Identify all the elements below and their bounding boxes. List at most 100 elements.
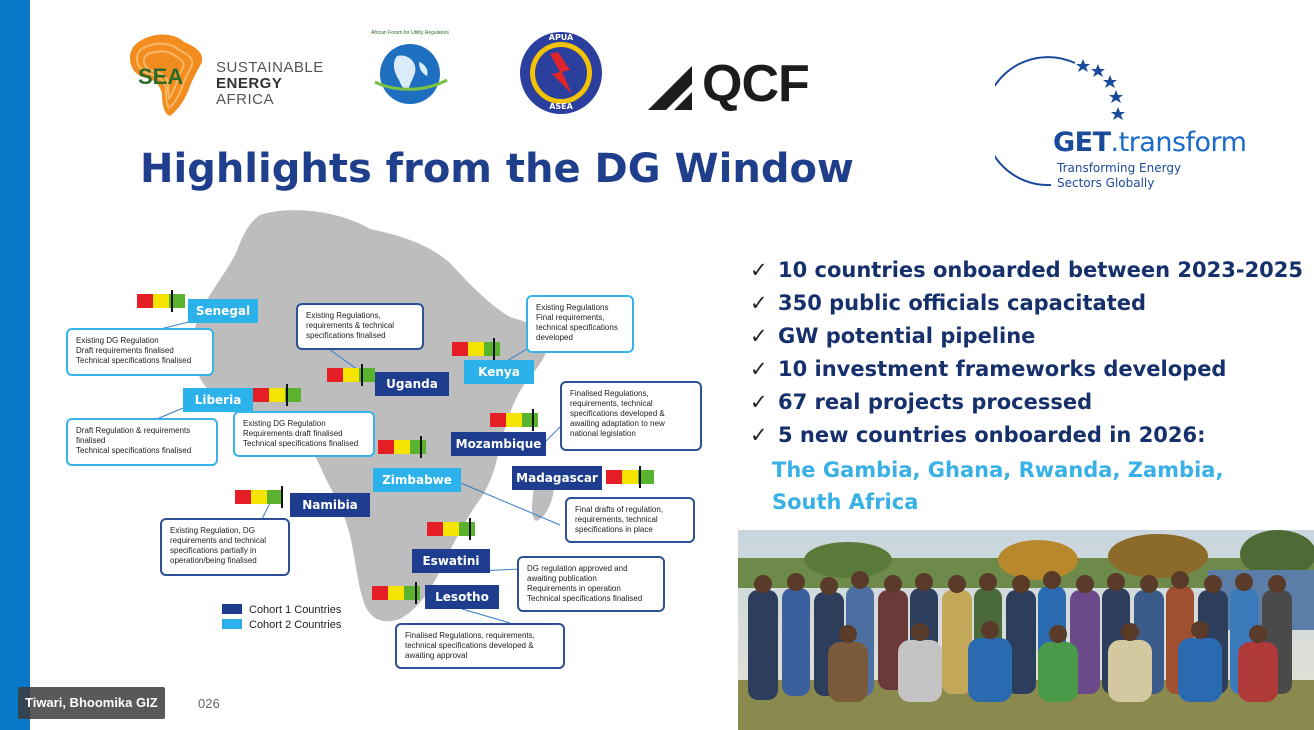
list-item: ✓ GW potential pipeline — [750, 322, 1310, 355]
globe-icon — [374, 44, 448, 104]
gauge-needle-kenya — [493, 338, 496, 360]
group-photo — [738, 530, 1314, 730]
sea-name-line-1: SUSTAINABLE — [216, 59, 324, 76]
new-countries-line-1: The Gambia, Ghana, Rwanda, Zambia, — [772, 458, 1224, 482]
callout-eswatini-line: awaiting publication — [527, 574, 597, 583]
participant-name-tag[interactable]: Tiwari, Bhoomika GIZ — [18, 687, 165, 719]
callout-mozambique-line: Finalised Regulations, — [570, 389, 649, 398]
gauge-liberia — [253, 384, 301, 406]
get-transform-wordmark: GET.transform — [1053, 127, 1247, 158]
legend-label-cohort1: Cohort 1 Countries — [249, 604, 342, 616]
list-item: ✓ 10 countries onboarded between 2023-202… — [750, 256, 1310, 289]
gauge-senegal — [137, 290, 185, 312]
callout-namibia-line: Existing Regulation, DG — [170, 526, 255, 535]
list-item: ✓ 5 new countries onboarded in 2026: — [750, 421, 1310, 454]
gauge-needle-uganda — [360, 364, 363, 386]
gauge-needle-liberia — [285, 384, 288, 406]
country-label-eswatini: Eswatini — [412, 549, 490, 573]
callout-namibia-line: operation/being finalised — [170, 556, 257, 565]
callout-namibia-line: requirements and technical — [170, 536, 267, 545]
list-item-text: 10 investment frameworks developed — [778, 357, 1227, 381]
country-label-kenya: Kenya — [464, 360, 534, 384]
checkmark-icon: ✓ — [750, 258, 768, 282]
sea-name-line-2: ENERGY — [216, 75, 283, 92]
legend-label-cohort2: Cohort 2 Countries — [249, 619, 342, 631]
apua-top-text: APUA — [548, 33, 574, 42]
country-label-lesotho: Lesotho — [425, 585, 499, 609]
checkmark-icon: ✓ — [750, 423, 768, 447]
gauge-needle-zimbabwe — [420, 436, 423, 458]
list-item-text: 67 real projects processed — [778, 390, 1093, 414]
africa-rings-icon — [130, 34, 203, 116]
gauge-uganda — [327, 364, 375, 386]
callout-eswatini-line: Technical specifications finalised — [527, 594, 643, 603]
gauge-namibia — [235, 486, 284, 508]
gauge-needle-madagascar — [638, 466, 641, 488]
list-item: ✓ 10 investment frameworks developed — [750, 355, 1310, 388]
checkmark-icon: ✓ — [750, 324, 768, 348]
country-label-senegal: Senegal — [188, 299, 258, 323]
qcf-triangle-icon — [648, 66, 692, 110]
country-label-uganda: Uganda — [375, 372, 449, 396]
apua-logo: APUA ASEA — [518, 30, 604, 116]
callout-kenya-line: developed — [536, 333, 573, 342]
gauge-zimbabwe — [378, 436, 426, 458]
apua-emblem-icon — [520, 32, 602, 114]
qcf-text: QCF — [702, 55, 810, 113]
get-transform-tagline: Transforming Energy Sectors Globally — [1057, 161, 1181, 191]
list-item-text: 10 countries onboarded between 2023-2025 — [778, 258, 1304, 282]
get-arc-stars-icon — [995, 56, 1125, 187]
legend-item-cohort1: Cohort 1 Countries — [222, 603, 341, 618]
highlights-list: ✓ 10 countries onboarded between 2023-202… — [750, 256, 1310, 518]
sea-name: SUSTAINABLE ENERGY AFRICA — [216, 60, 324, 108]
gauge-mozambique — [490, 409, 538, 431]
callout-mozambique-line: requirements, technical — [570, 399, 653, 408]
callout-senegal-line: Existing DG Regulation — [76, 336, 159, 345]
afur-logo: African Forum for Utility Regulators — [355, 30, 465, 110]
country-label-namibia: Namibia — [290, 493, 370, 517]
callout-zimbabwe-line: Requirements draft finalised — [243, 429, 343, 438]
country-label-madagascar: Madagascar — [512, 466, 602, 490]
callout-uganda-line: requirements & technical — [306, 321, 395, 330]
slide-title: Highlights from the DG Window — [140, 146, 854, 192]
gauge-needle-senegal — [170, 290, 173, 312]
list-item-text: GW potential pipeline — [778, 324, 1036, 348]
new-countries-line-2: South Africa — [772, 490, 919, 514]
checkmark-icon: ✓ — [750, 291, 768, 315]
legend-swatch-cohort2 — [222, 619, 242, 629]
gauge-needle-eswatini — [469, 518, 472, 540]
legend-swatch-cohort1 — [222, 604, 242, 614]
callout-zimbabwe-line: Existing DG Regulation — [243, 419, 326, 428]
sea-abbreviation: SEA — [138, 64, 184, 89]
get-transform-logo: GET.transform Transforming Energy Sector… — [995, 55, 1265, 195]
list-item-text: 5 new countries onboarded in 2026: — [778, 423, 1206, 447]
callout-madagascar: Final drafts of regulation, requirements… — [565, 497, 695, 543]
callout-zimbabwe: Existing DG Regulation Requirements draf… — [233, 411, 375, 457]
slide-date-fragment: 026 — [198, 696, 220, 711]
list-item-text: 350 public officials capacitated — [778, 291, 1146, 315]
callout-madagascar-line: requirements, technical — [575, 515, 658, 524]
callout-namibia-line: specifications partially in — [170, 546, 257, 555]
callout-zimbabwe-line: Technical specifications finalised — [243, 439, 359, 448]
callout-senegal-line: Draft requirements finalised — [76, 346, 174, 355]
checkmark-icon: ✓ — [750, 357, 768, 381]
callout-uganda: Existing Regulations, requirements & tec… — [296, 303, 424, 350]
callout-madagascar-line: specifications in place — [575, 525, 653, 534]
callout-uganda-line: Existing Regulations, — [306, 311, 381, 320]
get-tagline-line-1: Transforming Energy — [1057, 161, 1182, 175]
callout-liberia-line: Technical specifications finalised — [76, 446, 192, 455]
sea-name-line-3: AFRICA — [216, 91, 275, 108]
qcf-logo: QCF — [648, 55, 838, 113]
callout-eswatini: DG regulation approved and awaiting publ… — [517, 556, 665, 612]
callout-mozambique-line: awaiting adaptation to new — [570, 419, 665, 428]
gauge-needle-mozambique — [532, 409, 535, 431]
gauge-needle-lesotho — [415, 582, 418, 604]
callout-senegal: Existing DG Regulation Draft requirement… — [66, 328, 214, 376]
list-item: ✓67 real projects processed — [750, 388, 1310, 421]
apua-bottom-text: ASEA — [549, 102, 573, 111]
callout-mozambique: Finalised Regulations, requirements, tec… — [560, 381, 702, 451]
callout-kenya-line: Final requirements, — [536, 313, 605, 322]
callout-lesotho-line: Finalised Regulations, requirements, — [405, 631, 535, 640]
get-wordmark-bold: GET — [1053, 127, 1111, 158]
callout-kenya-line: technical specifications — [536, 323, 618, 332]
